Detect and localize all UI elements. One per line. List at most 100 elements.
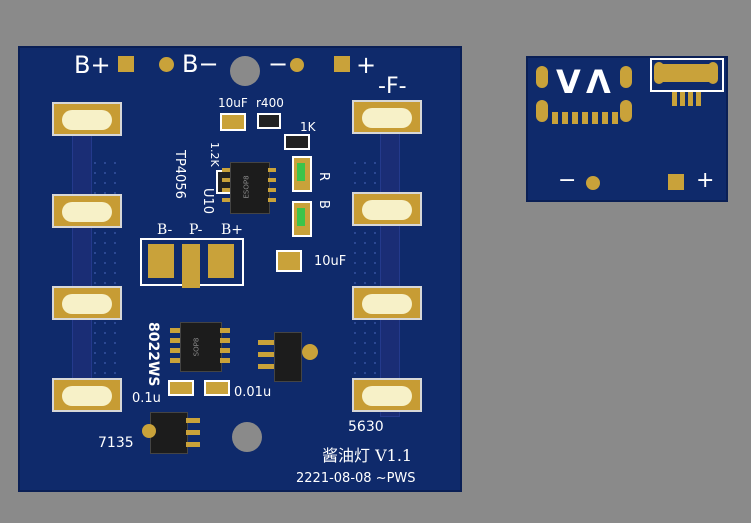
- usb-pin: [592, 112, 598, 124]
- usb-pin: [612, 112, 618, 124]
- led-right-1: [352, 100, 422, 134]
- ic-pin: [186, 430, 200, 435]
- usb-pin: [572, 112, 578, 124]
- usb-pin: [582, 112, 588, 124]
- usb-pin: [602, 112, 608, 124]
- mount-hole-top: [230, 56, 260, 86]
- regulator-label: 8022WS: [145, 322, 161, 387]
- res-1k: [284, 134, 310, 150]
- ic-pin: [222, 188, 230, 192]
- batt-bminus-label: B-: [157, 222, 173, 238]
- batt-pminus-label: P-: [189, 222, 203, 238]
- ic-pin: [170, 348, 180, 353]
- ic-pin: [258, 352, 274, 357]
- status-led-blue: [297, 208, 305, 226]
- cap-001u-label: 0.01u: [234, 385, 272, 400]
- usb-pin: [680, 92, 685, 106]
- usb-shell-pad: [536, 66, 548, 88]
- fuse-label: -F-: [378, 74, 407, 99]
- usb-minus-label: −: [558, 168, 577, 193]
- status-b-label: B: [316, 200, 331, 209]
- bplus-pad: [118, 56, 134, 72]
- usb-v-logo: V: [556, 63, 581, 101]
- usb-a-logo: Λ: [586, 63, 611, 101]
- ic-pin: [268, 198, 276, 202]
- bplus-label: B+: [74, 51, 111, 79]
- ldo-tab: [142, 424, 156, 438]
- led-model-label: 5630: [348, 419, 384, 435]
- board-title: 酱油灯 V1.1: [322, 446, 413, 465]
- bminus-pad: [159, 57, 174, 72]
- res-12k-label: 1.2K: [208, 142, 221, 167]
- usb-pin: [688, 92, 693, 106]
- led-strip-left: [72, 120, 92, 412]
- cap-10uf-mid: [276, 250, 302, 272]
- ic-pin: [222, 178, 230, 182]
- batt-bminus-pad: [148, 244, 174, 278]
- tp4056-label: TP4056: [172, 150, 187, 199]
- regulator-chip: SOP8: [180, 322, 222, 372]
- ic-pin: [220, 338, 230, 343]
- mosfet-tab: [302, 344, 318, 360]
- usb-pin: [672, 92, 677, 106]
- minus-pad-top: [290, 58, 304, 72]
- usb-shell-pad: [536, 100, 548, 122]
- led-left-4: [52, 378, 122, 412]
- ic-pin: [170, 338, 180, 343]
- usb-plus-pad: [668, 174, 684, 190]
- usb-pin: [552, 112, 558, 124]
- led-strip-right: [380, 110, 400, 417]
- ic-pin: [220, 358, 230, 363]
- ic-pin: [222, 168, 230, 172]
- ldo-label: 7135: [98, 435, 134, 451]
- usb-side-pad: [708, 62, 718, 84]
- cap-001u: [204, 380, 230, 396]
- led-left-1: [52, 102, 122, 136]
- usb-connector-pad: [660, 64, 712, 82]
- ic-pin: [220, 328, 230, 333]
- ic-pin: [170, 328, 180, 333]
- status-r-label: R: [316, 172, 331, 182]
- ic-pin: [268, 168, 276, 172]
- usb-side-pad: [654, 62, 664, 84]
- ic-pin: [268, 178, 276, 182]
- ic-pin: [268, 188, 276, 192]
- batt-pminus-pad: [182, 244, 200, 288]
- usb-shell-pad: [620, 100, 632, 122]
- tp4056-chip: ESOP8: [230, 162, 270, 214]
- usb-shell-pad: [620, 66, 632, 88]
- cap-10uf-mid-label: 10uF: [314, 254, 347, 269]
- date-line: 2221-08-08 ~PWS: [296, 471, 416, 486]
- ic-pin: [186, 418, 200, 423]
- batt-bplus-label: B+: [221, 222, 244, 238]
- r400-label: r400: [256, 96, 284, 110]
- status-led-red: [297, 163, 305, 181]
- cap-10uf-top-label: 10uF: [218, 96, 248, 110]
- mosfet-chip: [274, 332, 302, 382]
- ic-pin: [258, 364, 274, 369]
- led-left-2: [52, 194, 122, 228]
- usb-plus-label: +: [696, 168, 715, 193]
- ic-pin: [186, 442, 200, 447]
- led-right-2: [352, 192, 422, 226]
- bminus-label: B−: [182, 50, 219, 78]
- minus-label-top: −: [268, 50, 289, 78]
- led-right-3: [352, 286, 422, 320]
- res-1k-label: 1K: [300, 120, 316, 134]
- ic-pin: [170, 358, 180, 363]
- usb-pin: [696, 92, 701, 106]
- ic-pin: [258, 340, 274, 345]
- ic-pin: [222, 198, 230, 202]
- usb-pin: [562, 112, 568, 124]
- batt-bplus-pad: [208, 244, 234, 278]
- cap-01u: [168, 380, 194, 396]
- cap-10uf-top: [220, 113, 246, 131]
- r400-resistor: [257, 113, 281, 129]
- usb-minus-pad: [586, 176, 600, 190]
- led-right-4: [352, 378, 422, 412]
- cap-01u-label: 0.1u: [132, 391, 161, 406]
- u10-label: U10: [200, 188, 215, 215]
- mount-hole-bottom: [232, 422, 262, 452]
- ic-pin: [220, 348, 230, 353]
- plus-pad-top: [334, 56, 350, 72]
